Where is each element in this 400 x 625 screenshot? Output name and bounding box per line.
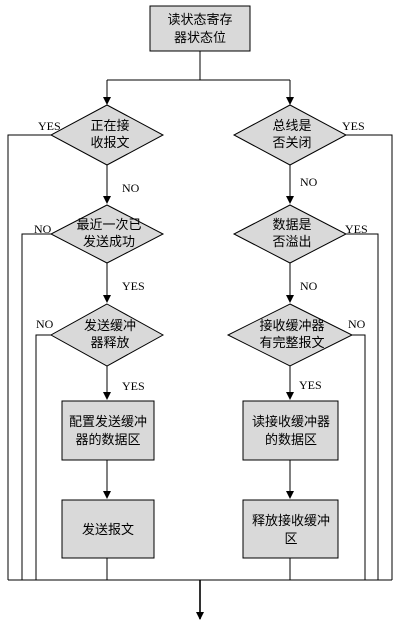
overflow-yes-path <box>346 233 379 580</box>
decision-last-send-line-2: 发送成功 <box>83 234 135 250</box>
process-config-send-line-2: 器的数据区 <box>75 432 140 448</box>
decision-last-send-line-1: 最近一次已 <box>76 217 141 233</box>
decision-overflow: 数据是 否溢出 <box>232 204 348 264</box>
overflow-yes-label: YES <box>345 222 368 236</box>
decision-recv-buffer-line-2: 有完整报文 <box>259 336 324 351</box>
decision-receiving-line-2: 收报文 <box>90 136 129 151</box>
recv-buffer-yes-label: YES <box>299 378 322 392</box>
decision-recv-buffer-line-1: 接收缓冲器 <box>259 318 324 334</box>
receiving-yes-label: YES <box>38 119 61 133</box>
bus-closed-no-label: NO <box>300 175 318 189</box>
send-buffer-no-path <box>35 334 51 580</box>
process-release-recv-line-1: 释放接收缓冲 <box>252 513 330 529</box>
receiving-no-label: NO <box>122 181 140 195</box>
process-send-msg-line-1: 发送报文 <box>82 522 134 538</box>
last-send-yes-label: YES <box>122 279 145 293</box>
last-send-no-label: NO <box>34 222 52 236</box>
process-release-recv-line-2: 区 <box>284 532 297 547</box>
process-release-recv: 释放接收缓冲 区 <box>242 499 339 559</box>
start-line-2: 器状态位 <box>174 31 226 46</box>
decision-receiving: 正在接 收报文 <box>49 104 165 166</box>
process-read-recv-line-2: 的数据区 <box>265 432 317 448</box>
process-config-send-line-1: 配置发送缓冲 <box>69 414 147 430</box>
process-send-msg: 发送报文 <box>61 499 155 559</box>
bus-closed-yes-path <box>346 134 393 580</box>
process-read-recv: 读接收缓冲器 的数据区 <box>242 400 339 461</box>
send-buffer-no-label: NO <box>36 317 54 331</box>
bus-closed-yes-label: YES <box>342 119 365 133</box>
process-read-recv-line-1: 读接收缓冲器 <box>252 414 330 430</box>
last-send-no-path <box>21 233 51 580</box>
decision-bus-closed-line-1: 总线是 <box>272 119 311 134</box>
decision-send-buffer-line-1: 发送缓冲 <box>84 318 136 334</box>
decision-send-buffer: 发送缓冲 器释放 <box>49 303 165 367</box>
decision-last-send: 最近一次已 发送成功 <box>49 204 165 264</box>
decision-recv-buffer: 接收缓冲器 有完整报文 <box>226 303 354 367</box>
decision-send-buffer-line-2: 器释放 <box>90 336 129 351</box>
decision-receiving-line-1: 正在接 <box>90 118 129 134</box>
start-line-1: 读状态寄存 <box>167 12 232 28</box>
recv-buffer-no-path <box>352 334 366 580</box>
decision-bus-closed: 总线是 否关闭 <box>232 104 348 166</box>
overflow-no-label: NO <box>300 279 318 293</box>
decision-overflow-line-1: 数据是 <box>272 218 311 233</box>
process-config-send: 配置发送缓冲 器的数据区 <box>61 400 155 461</box>
decision-bus-closed-line-2: 否关闭 <box>272 136 311 151</box>
start-box: 读状态寄存 器状态位 <box>149 5 251 52</box>
send-buffer-yes-label: YES <box>122 379 145 393</box>
recv-buffer-no-label: NO <box>348 317 366 331</box>
receiving-yes-path <box>7 134 51 580</box>
decision-overflow-line-2: 否溢出 <box>272 235 311 250</box>
